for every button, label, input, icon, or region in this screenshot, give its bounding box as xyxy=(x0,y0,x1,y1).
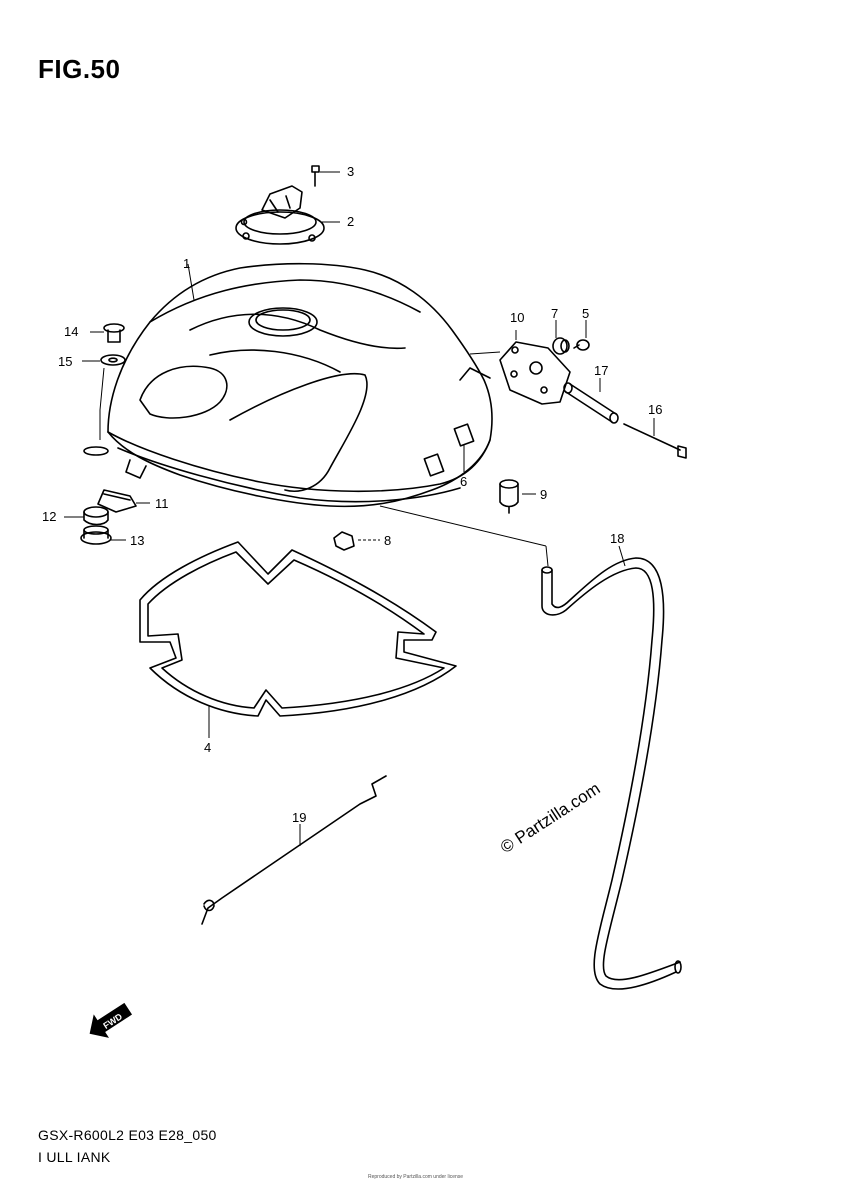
callout-15: 15 xyxy=(58,354,72,369)
figure-title: FIG.50 xyxy=(38,54,121,84)
part-1-fuel-tank xyxy=(107,262,493,508)
part-12-cushion xyxy=(64,446,109,526)
callout-8: 8 xyxy=(384,533,391,548)
part-15-washer xyxy=(82,354,126,440)
callout-5: 5 xyxy=(582,306,589,321)
callout-4: 4 xyxy=(204,740,211,755)
callout-12: 12 xyxy=(42,509,56,524)
part-16-bolt xyxy=(623,418,687,459)
footer-note: Reproduced by Partzilla.com under licens… xyxy=(368,1174,464,1180)
part-7-cushion xyxy=(552,320,570,355)
callout-9: 9 xyxy=(540,487,547,502)
part-19-rod xyxy=(201,775,387,925)
part-5-bolt xyxy=(573,320,590,351)
callout-2: 2 xyxy=(347,214,354,229)
part-13-grommet xyxy=(80,525,126,545)
callout-18: 18 xyxy=(610,531,624,546)
callout-3: 3 xyxy=(347,164,354,179)
part-10-bracket xyxy=(469,330,571,405)
callout-10: 10 xyxy=(510,310,524,325)
part-8-nut xyxy=(333,531,380,551)
fwd-arrow: FWD xyxy=(89,1002,133,1038)
callout-14: 14 xyxy=(64,324,78,339)
part-14-bolt xyxy=(90,323,125,343)
figure-caption: I ULL IANK xyxy=(38,1149,111,1165)
part-2-fuel-cap xyxy=(235,185,340,245)
callout-16: 16 xyxy=(648,402,662,417)
callout-11: 11 xyxy=(155,496,169,511)
part-4-gasket xyxy=(139,541,457,738)
model-code: GSX-R600L2 E03 E28_050 xyxy=(38,1127,217,1143)
part-18-hose xyxy=(379,505,682,990)
callout-13: 13 xyxy=(130,533,144,548)
callout-17: 17 xyxy=(594,363,608,378)
callout-6: 6 xyxy=(460,474,467,489)
part-3-screw xyxy=(311,165,340,187)
part-11-cushion-pad xyxy=(97,489,150,513)
part-9-damper xyxy=(499,479,536,514)
callout-19: 19 xyxy=(292,810,306,825)
callout-1: 1 xyxy=(183,256,190,271)
callout-7: 7 xyxy=(551,306,558,321)
part-17-collar xyxy=(563,378,619,424)
